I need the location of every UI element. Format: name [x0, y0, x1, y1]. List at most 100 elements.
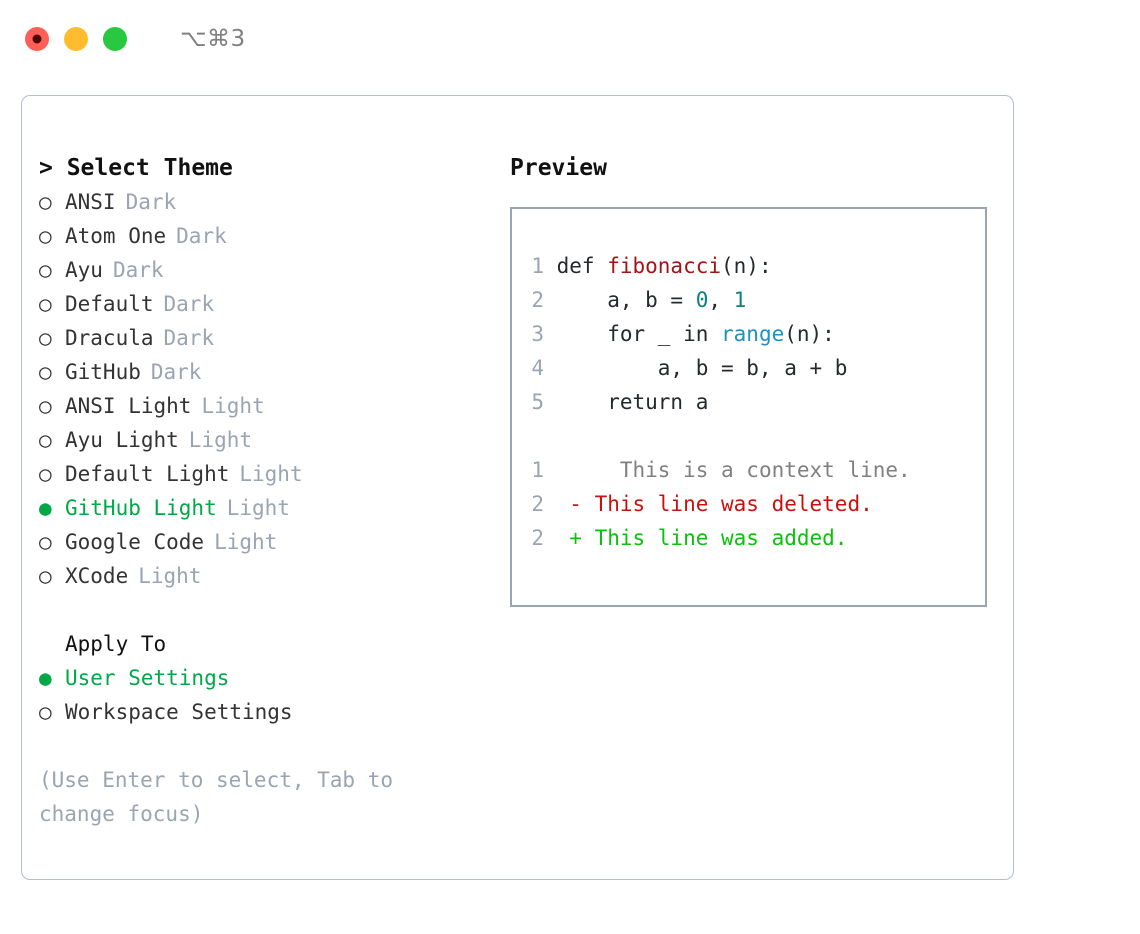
radio-selected-icon: ●	[39, 666, 52, 690]
radio-unselected-icon: ○	[39, 190, 52, 214]
diff-marker: +	[544, 526, 595, 550]
code-token: a, b =	[544, 288, 696, 312]
diff-line: 1 This is a context line.	[526, 453, 985, 487]
select-theme-header: > Select Theme	[39, 155, 233, 181]
theme-variant-tag: Dark	[150, 360, 202, 384]
diff-line: 2 - This line was deleted.	[526, 487, 985, 521]
theme-variant-tag: Dark	[112, 258, 164, 282]
diff-sample: 1 This is a context line.2 - This line w…	[526, 453, 985, 555]
apply-to-option-workspace-settings[interactable]: ○ Workspace Settings	[39, 695, 502, 729]
diff-text: This is a context line.	[594, 458, 911, 482]
diff-marker	[544, 458, 595, 482]
theme-option-label: Atom One	[65, 224, 167, 248]
apply-to-option-label: Workspace Settings	[65, 700, 293, 724]
radio-unselected-icon: ○	[39, 530, 52, 554]
apply-to-option-user-settings[interactable]: ●User Settings	[39, 661, 502, 695]
code-token: 0	[695, 288, 709, 312]
theme-option-ayu[interactable]: ○ Ayu Dark	[39, 253, 502, 287]
theme-option-label: Google Code	[65, 530, 205, 554]
code-token: (n):	[784, 322, 835, 346]
theme-variant-tag: Light	[138, 564, 202, 588]
radio-unselected-icon: ○	[39, 564, 52, 588]
theme-option-github[interactable]: ○ GitHub Dark	[39, 355, 502, 389]
diff-marker: -	[544, 492, 595, 516]
radio-unselected-icon: ○	[39, 326, 52, 350]
code-line: 4 a, b = b, a + b	[526, 351, 985, 385]
code-line: 5 return a	[526, 385, 985, 419]
radio-unselected-icon: ○	[39, 258, 52, 282]
code-line: 3 for _ in range(n):	[526, 317, 985, 351]
radio-unselected-icon: ○	[39, 360, 52, 384]
theme-option-ansi[interactable]: ○ ANSI Dark	[39, 185, 502, 219]
theme-variant-tag: Light	[214, 530, 278, 554]
code-line: 1 def fibonacci(n):	[526, 249, 985, 283]
code-token: 1	[733, 288, 747, 312]
zoom-button[interactable]	[103, 27, 127, 51]
code-diff-spacer	[526, 419, 985, 453]
code-line: 2 a, b = 0, 1	[526, 283, 985, 317]
code-token: for _ in	[544, 322, 722, 346]
theme-variant-tag: Dark	[163, 292, 215, 316]
line-number: 5	[531, 390, 544, 414]
theme-option-label: Dracula	[65, 326, 154, 350]
radio-selected-icon: ●	[39, 496, 52, 520]
diff-text: This line was deleted.	[594, 492, 873, 516]
radio-unselected-icon: ○	[39, 394, 52, 418]
radio-unselected-icon: ○	[39, 292, 52, 316]
theme-variant-tag: Light	[239, 462, 303, 486]
theme-variant-tag: Dark	[163, 326, 215, 350]
code-token: return a	[544, 390, 709, 414]
theme-variant-tag: Dark	[125, 190, 177, 214]
theme-option-label: Ayu	[65, 258, 103, 282]
theme-option-default[interactable]: ○ Default Dark	[39, 287, 502, 321]
radio-unselected-icon: ○	[39, 700, 52, 724]
keyboard-shortcut-label: ⌥⌘3	[180, 26, 246, 52]
theme-option-label: Default	[65, 292, 154, 316]
line-number: 2	[531, 492, 544, 516]
theme-variant-tag: Dark	[176, 224, 227, 248]
apply-to-section: Apply To ●User Settings○Workspace Settin…	[39, 627, 502, 729]
code-token: ,	[708, 288, 734, 312]
theme-option-label: GitHub	[65, 360, 141, 384]
theme-option-xcode[interactable]: ○ XCode Light	[39, 559, 502, 593]
code-token: fibonacci	[607, 254, 722, 278]
preview-header: Preview	[510, 155, 607, 181]
theme-variant-tag: Light	[188, 428, 253, 452]
theme-variant-tag: Light	[201, 394, 265, 418]
traffic-lights	[25, 27, 127, 51]
line-number: 2	[531, 288, 544, 312]
theme-option-label: XCode	[65, 564, 129, 588]
theme-option-ansi-light[interactable]: ○ ANSI Light Light	[39, 389, 502, 423]
theme-variant-tag: Light	[226, 496, 290, 520]
close-button[interactable]	[25, 27, 49, 51]
line-number: 3	[531, 322, 544, 346]
code-token: (n):	[721, 254, 772, 278]
theme-option-dracula[interactable]: ○ Dracula Dark	[39, 321, 502, 355]
theme-option-label: ANSI Light	[65, 394, 192, 418]
diff-line: 2 + This line was added.	[526, 521, 985, 555]
minimize-button[interactable]	[64, 27, 88, 51]
apply-to-list[interactable]: ●User Settings ○ Workspace Settings	[39, 661, 502, 729]
title-bar: ⌥⌘3	[0, 0, 1140, 78]
line-number: 2	[531, 526, 544, 550]
theme-option-label: Default Light	[65, 462, 230, 486]
code-token: def	[544, 254, 608, 278]
preview-column: Preview 1 def fibonacci(n):2 a, b = 0, 1…	[502, 96, 1013, 879]
code-token: a, b = b, a + b	[544, 356, 848, 380]
theme-option-google-code[interactable]: ○ Google Code Light	[39, 525, 502, 559]
code-token: range	[721, 322, 785, 346]
theme-option-label: Ayu Light	[65, 428, 179, 452]
line-number: 1	[531, 458, 544, 482]
theme-option-label: ANSI	[65, 190, 116, 214]
diff-text: This line was added.	[594, 526, 848, 550]
